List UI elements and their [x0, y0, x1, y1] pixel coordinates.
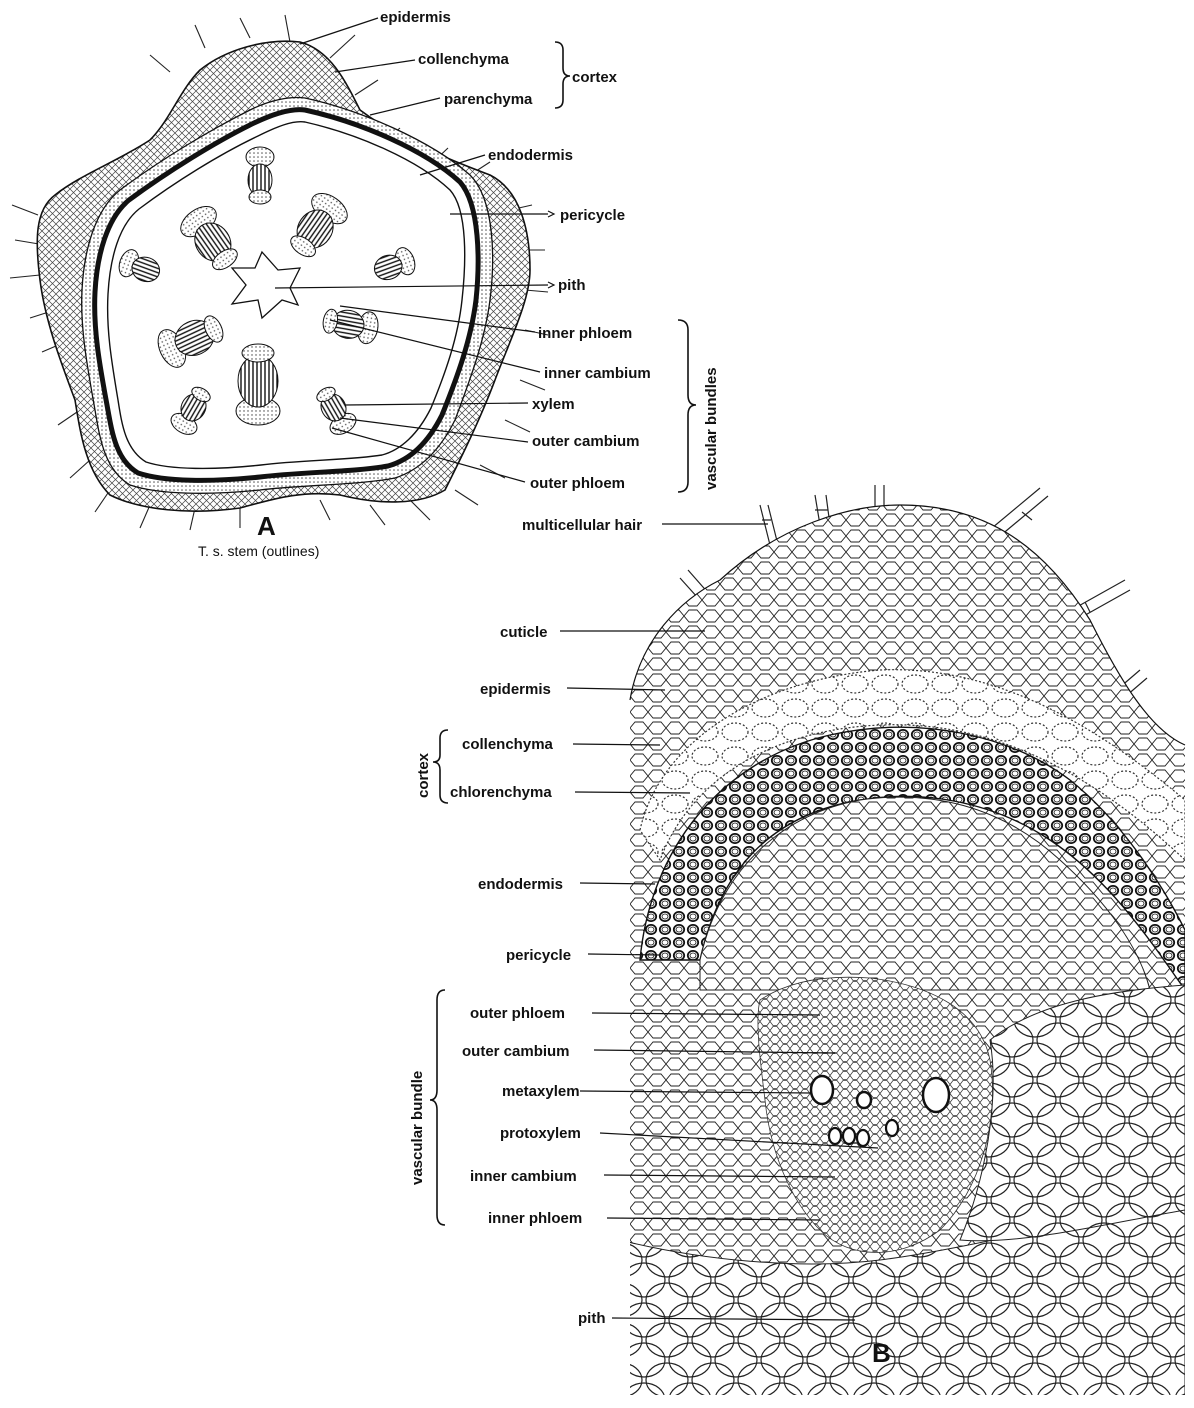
figure-b-letter: B [872, 1338, 891, 1368]
label-a-parenchyma: parenchyma [444, 91, 533, 108]
cortex-brace-a [555, 42, 570, 108]
label-a-outer-phloem: outer phloem [530, 475, 625, 492]
metaxylem-vessel-2 [923, 1078, 949, 1112]
label-b-pericycle: pericycle [506, 947, 571, 964]
label-a-pith: pith [558, 277, 586, 294]
label-a-cortex: cortex [572, 69, 618, 86]
vascular-bundles-brace-a [678, 320, 696, 492]
label-a-collenchyma: collenchyma [418, 51, 510, 68]
label-a-xylem: xylem [532, 396, 575, 413]
xylem-vessel-3 [857, 1092, 871, 1108]
label-a-outer-cambium: outer cambium [532, 433, 640, 450]
label-a-inner-cambium: inner cambium [544, 365, 651, 382]
figure-a-caption: T. s. stem (outlines) [198, 543, 319, 559]
label-b-vascular-bundle: vascular bundle [409, 1071, 426, 1185]
label-a-inner-phloem: inner phloem [538, 325, 632, 342]
metaxylem-vessel-1 [811, 1076, 833, 1104]
label-b-inner-phloem: inner phloem [488, 1210, 582, 1227]
figure-a: epidermis collenchyma parenchyma cortex … [10, 9, 720, 559]
label-b-multicellular-hair: multicellular hair [522, 517, 642, 534]
cortex-brace-b [433, 730, 448, 803]
figure-b: multicellular hair cuticle epidermis cor… [409, 485, 1194, 1400]
label-b-protoxylem: protoxylem [500, 1125, 581, 1142]
vascular-bundle-brace-b [430, 990, 445, 1225]
label-a-pericycle: pericycle [560, 207, 625, 224]
label-b-endodermis: endodermis [478, 876, 563, 893]
label-b-outer-cambium: outer cambium [462, 1043, 570, 1060]
label-b-pith: pith [578, 1310, 606, 1327]
label-b-metaxylem: metaxylem [502, 1083, 580, 1100]
label-b-cuticle: cuticle [500, 624, 548, 641]
label-a-endodermis: endodermis [488, 147, 573, 164]
label-b-outer-phloem: outer phloem [470, 1005, 565, 1022]
label-b-epidermis: epidermis [480, 681, 551, 698]
label-a-vascular-bundles: vascular bundles [703, 367, 720, 490]
figure-a-letter: A [257, 511, 276, 541]
label-a-epidermis: epidermis [380, 9, 451, 26]
label-b-chlorenchyma: chlorenchyma [450, 784, 552, 801]
label-b-cortex: cortex [415, 752, 432, 798]
label-b-inner-cambium: inner cambium [470, 1168, 577, 1185]
label-b-collenchyma: collenchyma [462, 736, 554, 753]
